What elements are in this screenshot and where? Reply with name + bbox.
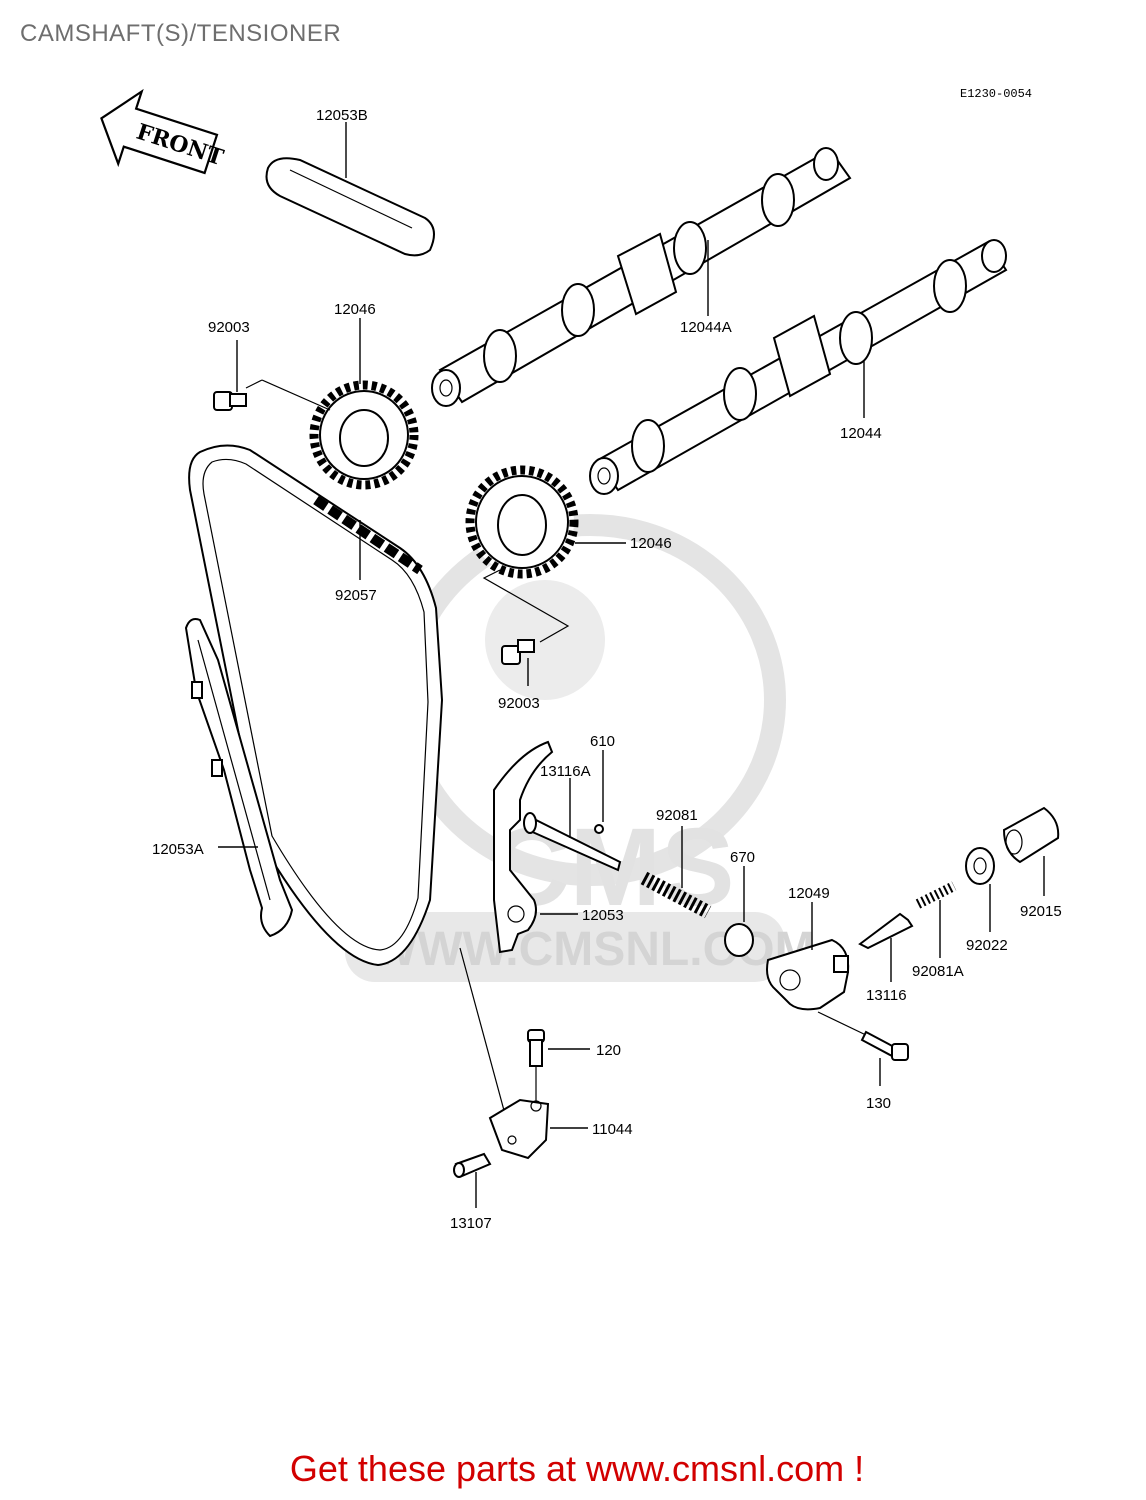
label-pin-13107: 13107 <box>450 1215 492 1232</box>
washer <box>965 847 995 885</box>
tensioner-body <box>766 938 850 1011</box>
label-o-ring: 670 <box>730 849 755 866</box>
chain-guide-left <box>184 618 294 938</box>
label-cap: 92015 <box>1020 903 1062 920</box>
label-sprocket-right: 12046 <box>630 535 672 552</box>
chain-guide-upper <box>265 157 435 257</box>
label-bracket: 11044 <box>592 1121 633 1138</box>
label-ball: 610 <box>590 733 615 750</box>
parts-diagram: CMS WWW.CMSNL.COM E1230-0054 FRONT 12053… <box>100 87 1062 1232</box>
sprocket-right <box>465 465 579 579</box>
spring-small <box>915 881 957 909</box>
front-arrow-icon: FRONT <box>100 88 227 175</box>
label-pin-long: 13116A <box>540 763 591 780</box>
label-washer: 92022 <box>966 937 1008 954</box>
label-chain: 92057 <box>335 587 377 604</box>
pin-13107 <box>453 1152 492 1178</box>
label-camshaft-lower: 12044 <box>840 425 882 442</box>
page-title: CAMSHAFT(S)/TENSIONER <box>20 20 342 47</box>
label-spring-large: 92081 <box>656 807 698 824</box>
bolt-left <box>213 391 247 411</box>
cam-chain <box>188 444 444 967</box>
bolt-right <box>501 639 535 665</box>
label-tensioner-arm: 12053 <box>582 907 624 924</box>
label-guide-upper: 12053B <box>316 107 368 124</box>
spring-large <box>640 871 712 919</box>
footer-cta[interactable]: Get these parts at www.cmsnl.com ! <box>0 1448 1146 1490</box>
label-tensioner-body: 12049 <box>788 885 830 902</box>
o-ring <box>724 923 754 957</box>
label-bolt-right: 92003 <box>498 695 540 712</box>
label-bolt-120: 120 <box>596 1042 621 1059</box>
label-spring-small: 92081A <box>912 963 964 980</box>
label-guide-left: 12053A <box>152 841 204 858</box>
ball <box>594 824 604 834</box>
diagram-code: E1230-0054 <box>960 87 1032 101</box>
label-bolt-left: 92003 <box>208 319 250 336</box>
camshaft-lower <box>589 239 1008 495</box>
cap <box>1002 806 1060 864</box>
watermark-banner <box>345 912 785 982</box>
bolt-120 <box>527 1029 545 1067</box>
camshaft-upper <box>431 147 852 407</box>
bracket <box>488 1098 550 1160</box>
watermark-face-icon <box>485 580 605 700</box>
label-camshaft-upper: 12044A <box>680 319 732 336</box>
footer-cta-text[interactable]: Get these parts at www.cmsnl.com ! <box>289 1448 865 1489</box>
push-rod <box>858 912 914 950</box>
tensioner-arm <box>493 740 554 954</box>
pin-long <box>523 812 622 872</box>
bolt-130 <box>860 1030 909 1061</box>
label-sprocket-left: 12046 <box>334 301 376 318</box>
label-bolt-130: 130 <box>866 1095 891 1112</box>
sprocket-left <box>309 380 419 490</box>
label-push-rod: 13116 <box>866 987 907 1004</box>
